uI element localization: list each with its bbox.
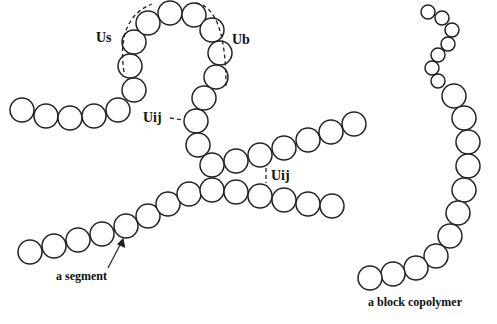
energy-symbol: Uij xyxy=(271,168,290,183)
energy-symbol: Us xyxy=(96,30,112,45)
copolymer-label: a block copolymer xyxy=(368,296,462,309)
segment-pointer xyxy=(108,239,125,268)
energy-symbol: Uij xyxy=(143,110,162,125)
interaction-lines xyxy=(123,3,266,183)
energy-symbol: Ub xyxy=(232,32,250,47)
segment-label: a segment xyxy=(56,270,107,283)
chain-segments xyxy=(10,1,480,290)
